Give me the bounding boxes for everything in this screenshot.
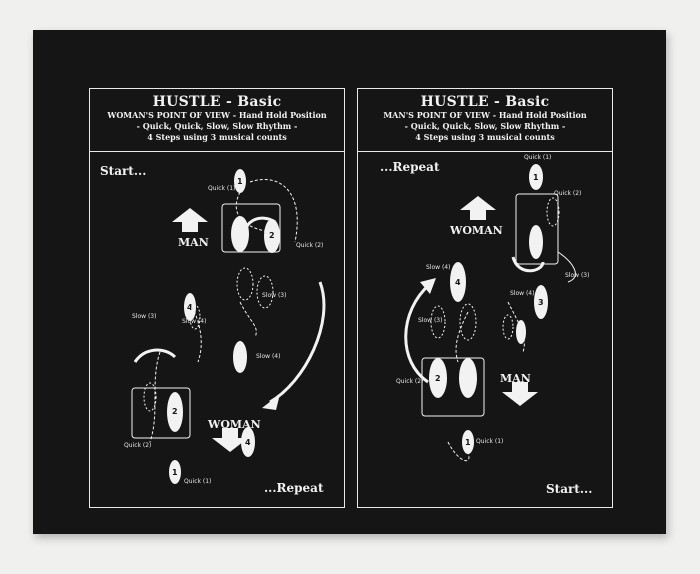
- step-label: Slow (4): [426, 264, 451, 271]
- panel-subtitle: WOMAN'S POINT OF VIEW - Hand Hold Positi…: [107, 110, 327, 120]
- svg-text:4: 4: [187, 303, 193, 312]
- repeat-label: ...Repeat: [380, 160, 440, 174]
- svg-text:1: 1: [533, 173, 539, 182]
- step-label: Quick (2): [124, 442, 152, 449]
- footstep-drawing: 1 4 2 1 3: [404, 164, 576, 462]
- panel-title: HUSTLE - Basic: [152, 94, 282, 110]
- panel-man-view: HUSTLE - Basic MAN'S POINT OF VIEW - Han…: [357, 88, 613, 508]
- start-label: Start...: [100, 164, 147, 178]
- woman-arrow-label: WOMAN: [208, 418, 261, 431]
- repeat-label: ...Repeat: [264, 481, 324, 495]
- step-label: Slow (3): [132, 313, 157, 320]
- step-label: Quick (2): [296, 242, 324, 249]
- start-label: Start...: [546, 482, 593, 496]
- svg-text:2: 2: [172, 407, 178, 416]
- panel-header: HUSTLE - Basic MAN'S POINT OF VIEW - Han…: [358, 89, 612, 152]
- step-label: Quick (2): [396, 378, 424, 385]
- step-label: Quick (1): [184, 478, 212, 485]
- step-label: Quick (1): [524, 154, 552, 161]
- panel-steps: 4 Steps using 3 musical counts: [415, 132, 555, 142]
- panel-rhythm: - Quick, Quick, Slow, Slow Rhythm -: [136, 121, 298, 131]
- footstep-drawing: 1 2 4 2 1 4: [131, 169, 326, 484]
- footstep-diagram: 1 2 4 2 1 4 Start... ...Repeat MAN WOMA: [90, 152, 344, 507]
- svg-text:3: 3: [538, 298, 544, 307]
- step-label: Quick (2): [554, 190, 582, 197]
- panel-title: HUSTLE - Basic: [420, 94, 550, 110]
- svg-text:1: 1: [465, 438, 471, 447]
- step-label: Slow (3): [565, 272, 590, 279]
- step-label: Slow (4): [510, 290, 535, 297]
- man-arrow-label: MAN: [500, 372, 531, 385]
- step-label: Quick (1): [476, 438, 504, 445]
- step-label: Quick (1): [208, 185, 236, 192]
- svg-text:2: 2: [269, 231, 275, 240]
- svg-text:1: 1: [172, 468, 178, 477]
- panel-header: HUSTLE - Basic WOMAN'S POINT OF VIEW - H…: [90, 89, 344, 152]
- svg-text:4: 4: [245, 438, 251, 447]
- svg-text:1: 1: [237, 177, 243, 186]
- panel-rhythm: - Quick, Quick, Slow, Slow Rhythm -: [404, 121, 566, 131]
- step-label: Slow (3): [418, 317, 443, 324]
- man-arrow-label: MAN: [178, 236, 209, 249]
- artwork-canvas: HUSTLE - Basic WOMAN'S POINT OF VIEW - H…: [33, 30, 666, 534]
- step-label: Slow (4): [182, 318, 207, 325]
- svg-text:4: 4: [455, 278, 461, 287]
- panel-woman-view: HUSTLE - Basic WOMAN'S POINT OF VIEW - H…: [89, 88, 345, 508]
- step-label: Slow (4): [256, 353, 281, 360]
- step-label: Slow (3): [262, 292, 287, 299]
- svg-text:2: 2: [435, 374, 441, 383]
- footstep-diagram: 1 4 2 1 3 ...Repeat Start... WOMAN MAN Q…: [358, 152, 612, 507]
- woman-arrow-label: WOMAN: [450, 224, 503, 237]
- panel-steps: 4 Steps using 3 musical counts: [147, 132, 287, 142]
- panel-subtitle: MAN'S POINT OF VIEW - Hand Hold Position: [383, 110, 587, 120]
